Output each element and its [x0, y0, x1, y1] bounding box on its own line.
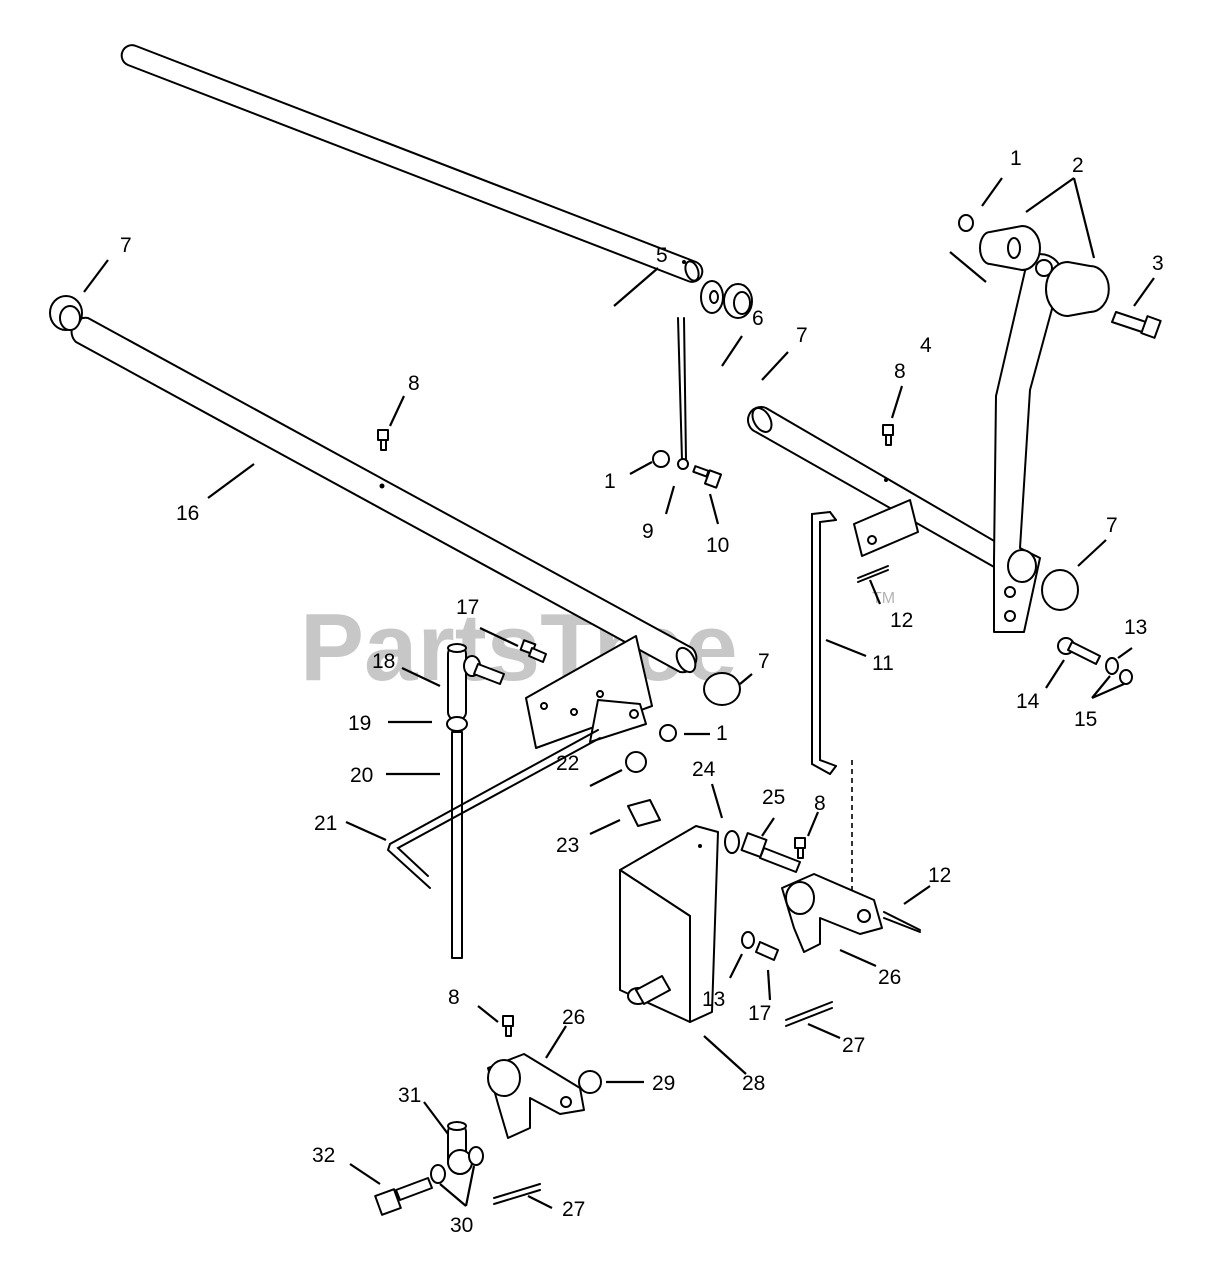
part-5-shaft: [120, 44, 704, 283]
callout-6: 6: [752, 307, 764, 330]
part-7-bushing-middle: [723, 283, 753, 319]
callout-1-middle: 1: [604, 470, 616, 493]
callout-31: 31: [398, 1084, 421, 1107]
part-21-bent-rod: [386, 635, 653, 889]
callout-3: 3: [1152, 252, 1164, 275]
part-8-fitting-d: [502, 1015, 514, 1037]
callout-10: 10: [706, 534, 729, 557]
callout-20: 20: [350, 764, 373, 787]
part-7-bushing-right: [1041, 569, 1079, 611]
part-8-fitting-a: [377, 429, 389, 451]
callout-18: 18: [372, 650, 395, 673]
callout-21: 21: [314, 812, 337, 835]
callout-32: 32: [312, 1144, 335, 1167]
part-1-nut-middle: [652, 450, 670, 468]
part-26-block-lower: [487, 1053, 585, 1139]
callout-27-upper: 27: [842, 1034, 865, 1057]
part-19-washer: [446, 716, 468, 732]
callout-7-left: 7: [120, 234, 132, 257]
part-8-fitting-c: [794, 837, 806, 859]
watermark-trademark: TM: [872, 590, 895, 607]
part-31-swivel: [447, 1121, 473, 1175]
callout-27-lower: 27: [562, 1198, 585, 1221]
part-22-nut: [625, 751, 647, 773]
part-13-washer-right: [1105, 657, 1119, 675]
part-8-fitting-b: [882, 424, 894, 446]
part-20-rod: [451, 731, 463, 959]
callout-9: 9: [642, 520, 654, 543]
callout-23: 23: [556, 834, 579, 857]
part-14-bolt: [1057, 637, 1101, 665]
callout-7-middle: 7: [796, 324, 808, 347]
callout-8-b: 8: [894, 360, 906, 383]
part-1-nut-lower: [659, 724, 677, 742]
part-11-link-rod: [811, 511, 853, 890]
callout-13-right: 13: [1124, 616, 1147, 639]
part-30-washer-left: [430, 1164, 446, 1184]
part-6-washer: [700, 280, 724, 314]
part-2-bushing-a: [979, 225, 1041, 271]
leader-lines: [83, 177, 1155, 1209]
part-18-swivel: [447, 643, 505, 721]
callout-25: 25: [762, 786, 785, 809]
part-12-pin-lower: [883, 911, 921, 933]
part-7-bushing-left: [49, 295, 83, 331]
part-2-bushing-b: [1045, 261, 1110, 317]
callout-12-upper: 12: [890, 609, 913, 632]
callout-24: 24: [692, 758, 716, 781]
callout-8-c: 8: [814, 792, 826, 815]
callout-28: 28: [742, 1072, 765, 1095]
part-29-nut: [578, 1070, 602, 1094]
callout-26-upper: 26: [878, 966, 901, 989]
part-7-bushing-lower: [703, 672, 741, 706]
callout-29: 29: [652, 1072, 675, 1095]
callout-4: 4: [920, 334, 932, 357]
part-12-pin-upper: [857, 565, 889, 583]
part-28-bracket: [619, 825, 719, 1023]
callout-7-lower: 7: [758, 650, 770, 673]
part-right-tube: [747, 406, 1021, 577]
callout-15: 15: [1074, 708, 1097, 731]
callout-26-lower: 26: [562, 1006, 585, 1029]
callout-16: 16: [176, 502, 199, 525]
callout-5: 5: [656, 244, 668, 267]
callout-1-lower: 1: [716, 722, 728, 745]
part-9-cotter-pin: [677, 317, 689, 470]
part-23-spacer: [627, 799, 661, 827]
callout-13-lower: 13: [702, 988, 725, 1011]
part-24-washer: [724, 830, 740, 854]
callout-30: 30: [450, 1214, 473, 1237]
part-13-washer-lower: [741, 931, 755, 949]
part-30-washer-right: [468, 1146, 484, 1166]
callout-14: 14: [1016, 690, 1040, 713]
callout-17-upper: 17: [456, 596, 479, 619]
part-25-bolt: [740, 832, 801, 873]
callout-8-d: 8: [448, 986, 460, 1009]
part-26-block-upper: [781, 873, 883, 953]
callout-11: 11: [872, 652, 894, 675]
part-17-bolt-upper: [519, 639, 547, 663]
callout-19: 19: [348, 712, 371, 735]
part-15-nut: [1119, 669, 1133, 685]
callout-labels: 1 2 3 4 5 6 7 7 7 7 8 8 8 8 1 9 10 16 12…: [120, 147, 1164, 1237]
part-27-pin-upper: [785, 1001, 833, 1027]
part-17-bolt-lower: [755, 941, 779, 961]
callout-12-lower: 12: [928, 864, 951, 887]
part-3-bolt: [1111, 311, 1162, 339]
part-27-pin-lower: [493, 1183, 541, 1205]
callout-2: 2: [1072, 154, 1084, 177]
part-1-nut-top: [958, 214, 974, 232]
callout-7-right: 7: [1106, 514, 1118, 537]
callout-17-lower: 17: [748, 1002, 771, 1025]
part-32-bolt: [374, 1177, 433, 1216]
callout-1-top: 1: [1010, 147, 1022, 170]
callout-8-a: 8: [408, 372, 420, 395]
part-10-bolt: [692, 465, 723, 489]
callout-22: 22: [556, 752, 579, 775]
